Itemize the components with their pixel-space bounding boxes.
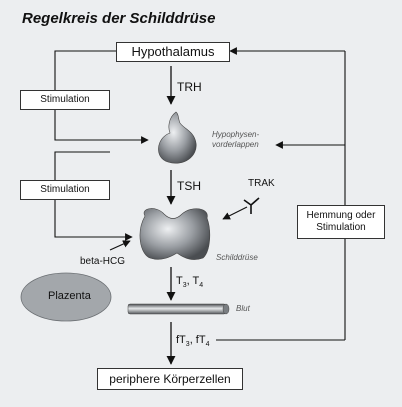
thyroid-label: Schilddrüse xyxy=(216,253,258,262)
tsh-label: TSH xyxy=(177,179,201,193)
pituitary-shape xyxy=(158,111,197,164)
ft3-ft4-label: fT3, fT4 xyxy=(176,334,210,348)
hypophysis-label: Hypophysen- vorderlappen xyxy=(212,130,259,151)
peripheral-cells-label: periphere Körperzellen xyxy=(109,371,231,386)
trak-antibody-icon xyxy=(243,197,260,214)
arrow-beta-hcg xyxy=(109,240,131,251)
beta-hcg-label: beta-HCG xyxy=(80,256,126,267)
stimulation-1-label: Stimulation xyxy=(40,93,90,105)
figure-title: Regelkreis der Schilddrüse xyxy=(22,10,216,27)
stimulation-box-2: Stimulation xyxy=(20,180,110,200)
hypothalamus-box: Hypothalamus xyxy=(116,42,230,62)
feedback-line2: Stimulation xyxy=(316,222,366,233)
peripheral-cells-box: periphere Körperzellen xyxy=(97,368,243,390)
stimulation-box-1: Stimulation xyxy=(20,90,110,110)
arrow-trak xyxy=(222,206,248,220)
feedback-box: Hemmung oder Stimulation xyxy=(297,205,385,239)
blood-label: Blut xyxy=(236,304,250,313)
hypothalamus-label: Hypothalamus xyxy=(131,43,215,59)
blood-vessel-shape xyxy=(127,303,227,315)
trh-label: TRH xyxy=(177,80,202,94)
t3-t4-label: T3, T4 xyxy=(176,275,204,289)
placenta-label: Plazenta xyxy=(48,290,91,302)
hypophysis-label-line2: vorderlappen xyxy=(212,140,259,150)
trak-label: TRAK xyxy=(248,178,275,189)
feedback-line1: Hemmung oder xyxy=(306,209,376,221)
stimulation-2-label: Stimulation xyxy=(40,183,90,195)
placenta-shape xyxy=(20,272,112,322)
thyroid-shape xyxy=(139,208,211,260)
hypophysis-label-line1: Hypophysen- xyxy=(212,130,260,139)
